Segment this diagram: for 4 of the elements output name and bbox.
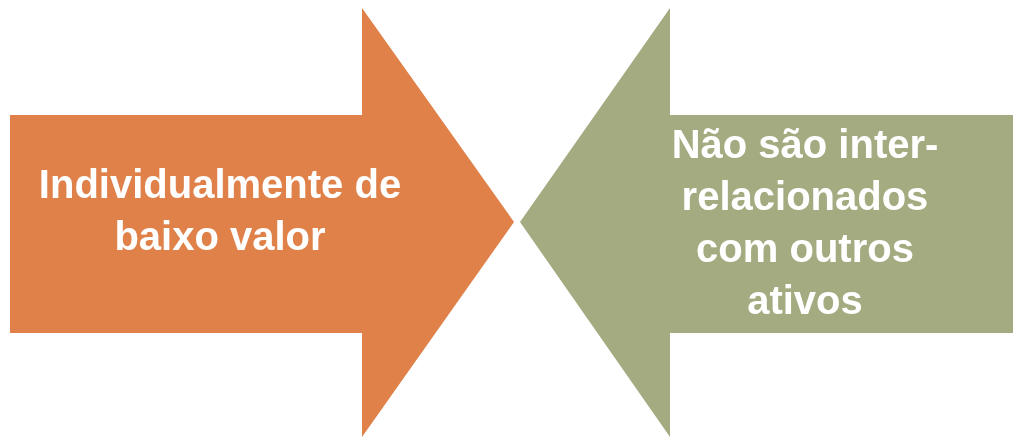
arrow-shape [520,8,1013,437]
arrow-label: Não são inter-relacionados com outros ativos [670,121,940,324]
arrow-label: Individualmente de baixo valor [37,161,403,260]
arrow-shape [10,8,514,437]
